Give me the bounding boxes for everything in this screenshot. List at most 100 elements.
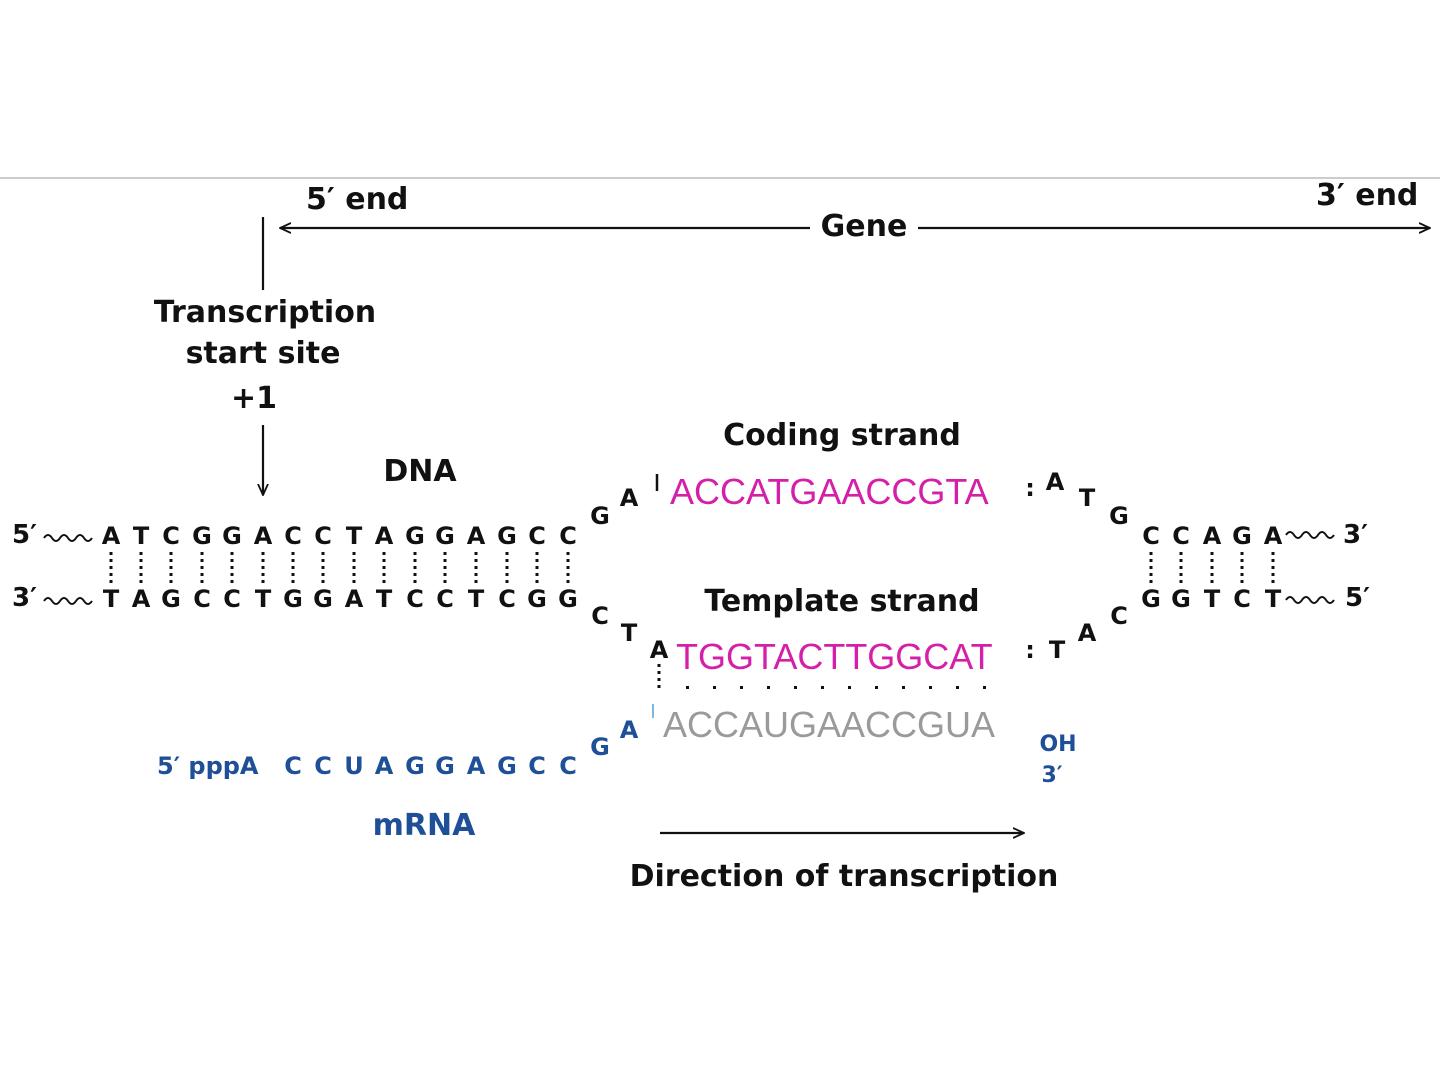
template-base: G	[1171, 585, 1191, 613]
coding-bubble-base: G	[590, 502, 610, 530]
template-base: G	[1141, 585, 1161, 613]
mrna-prefix: 5′ pppA	[157, 752, 259, 780]
mrna-oh: OH	[1039, 732, 1076, 757]
template-base: T	[376, 585, 393, 613]
coding-base: G	[222, 522, 242, 550]
three-end-label: 3′ end	[1316, 178, 1418, 213]
template-base: G	[558, 585, 578, 613]
template-base: G	[527, 585, 547, 613]
coding-base: C	[162, 522, 180, 550]
mrna-base: G	[497, 752, 517, 780]
coding-right-squiggle	[1285, 531, 1335, 539]
coding-colon: :	[1025, 474, 1035, 502]
template-base: C	[223, 585, 241, 613]
template-base: C	[498, 585, 516, 613]
template-left-squiggle	[43, 597, 93, 605]
coding-base: G	[1232, 522, 1252, 550]
coding-base: C	[559, 522, 577, 550]
coding-base: G	[497, 522, 517, 550]
mrna-bases: C C U A G G A G C C	[284, 752, 577, 780]
template-base: T	[1204, 585, 1221, 613]
mrna-label: mRNA	[373, 808, 476, 843]
mrna-base: C	[528, 752, 546, 780]
template-base: C	[406, 585, 424, 613]
template-five-prime: 5′	[1345, 583, 1370, 613]
coding-base: G	[435, 522, 455, 550]
coding-strand-label: Coding strand	[723, 418, 961, 453]
coding-base: C	[1172, 522, 1190, 550]
template-bubble-base: T	[1049, 636, 1066, 664]
coding-bubble-base: A	[1046, 468, 1065, 496]
template-base: C	[436, 585, 454, 613]
coding-base: G	[192, 522, 212, 550]
template-base: G	[161, 585, 181, 613]
right-pair-bonds	[1149, 552, 1275, 584]
coding-base: G	[405, 522, 425, 550]
template-left-bases: T A G C C T G G A T C C T C G G	[103, 585, 578, 613]
template-strand-label: Template strand	[704, 584, 979, 619]
mrna-base: G	[435, 752, 455, 780]
tss-plus-one: +1	[231, 381, 277, 416]
coding-base: T	[346, 522, 363, 550]
coding-strand-sequence: ACCATGAACCGTA	[670, 471, 989, 512]
mrna-base: A	[467, 752, 486, 780]
template-bubble-base: C	[591, 602, 609, 630]
coding-base: C	[1142, 522, 1160, 550]
template-bubble-base: C	[1110, 602, 1128, 630]
coding-left-squiggle	[43, 534, 93, 542]
template-right-bases: G G T C T	[1141, 585, 1282, 613]
gene-label: Gene	[821, 209, 908, 244]
template-base: G	[313, 585, 333, 613]
coding-three-prime: 3′	[1343, 520, 1368, 550]
template-strand-sequence: TGGTACTTGGCAT	[676, 636, 993, 677]
coding-five-prime: 5′	[12, 520, 37, 550]
coding-base: A	[1203, 522, 1222, 550]
template-base: T	[255, 585, 272, 613]
coding-bubble-base: T	[1079, 484, 1096, 512]
five-end-label: 5′ end	[306, 182, 408, 217]
mrna-bubble-base: A	[620, 716, 639, 744]
coding-bubble-base: G	[1109, 502, 1129, 530]
coding-base: C	[284, 522, 302, 550]
mrna-bubble-base: G	[590, 733, 610, 761]
coding-left-bases: A T C G G A C C T A G G A G C C	[102, 522, 577, 550]
template-base: C	[193, 585, 211, 613]
template-right-squiggle	[1285, 596, 1335, 604]
rna-pair-dots	[686, 686, 986, 689]
template-base: A	[345, 585, 364, 613]
mrna-base: G	[405, 752, 425, 780]
mrna-base: U	[344, 752, 364, 780]
coding-base: A	[1264, 522, 1283, 550]
template-bubble-base: T	[621, 619, 638, 647]
coding-base: A	[375, 522, 394, 550]
template-colon: :	[1025, 636, 1035, 664]
mrna-three-prime: 3′	[1041, 763, 1062, 788]
mrna-base: C	[314, 752, 332, 780]
dna-label: DNA	[383, 454, 457, 489]
mrna-base: C	[559, 752, 577, 780]
coding-base: T	[133, 522, 150, 550]
left-pair-bonds	[109, 552, 570, 584]
coding-base: A	[467, 522, 486, 550]
template-base: G	[283, 585, 303, 613]
direction-label: Direction of transcription	[630, 859, 1059, 894]
coding-right-bases: C C A G A	[1142, 522, 1283, 550]
template-base: C	[1233, 585, 1251, 613]
mrna-base: A	[375, 752, 394, 780]
mrna-base: C	[284, 752, 302, 780]
template-bubble-base: A	[1078, 619, 1097, 647]
tss-label-line2: start site	[186, 336, 341, 371]
coding-base: A	[254, 522, 273, 550]
template-base: T	[103, 585, 120, 613]
template-base: T	[1265, 585, 1282, 613]
template-base: T	[468, 585, 485, 613]
template-bubble-base: A	[650, 636, 669, 664]
template-base: A	[132, 585, 151, 613]
tss-label-line1: Transcription	[154, 295, 376, 330]
coding-base: C	[314, 522, 332, 550]
coding-bubble-base: A	[620, 484, 639, 512]
coding-base: A	[102, 522, 121, 550]
mrna-sequence: ACCAUGAACCGUA	[663, 704, 995, 745]
coding-base: C	[528, 522, 546, 550]
